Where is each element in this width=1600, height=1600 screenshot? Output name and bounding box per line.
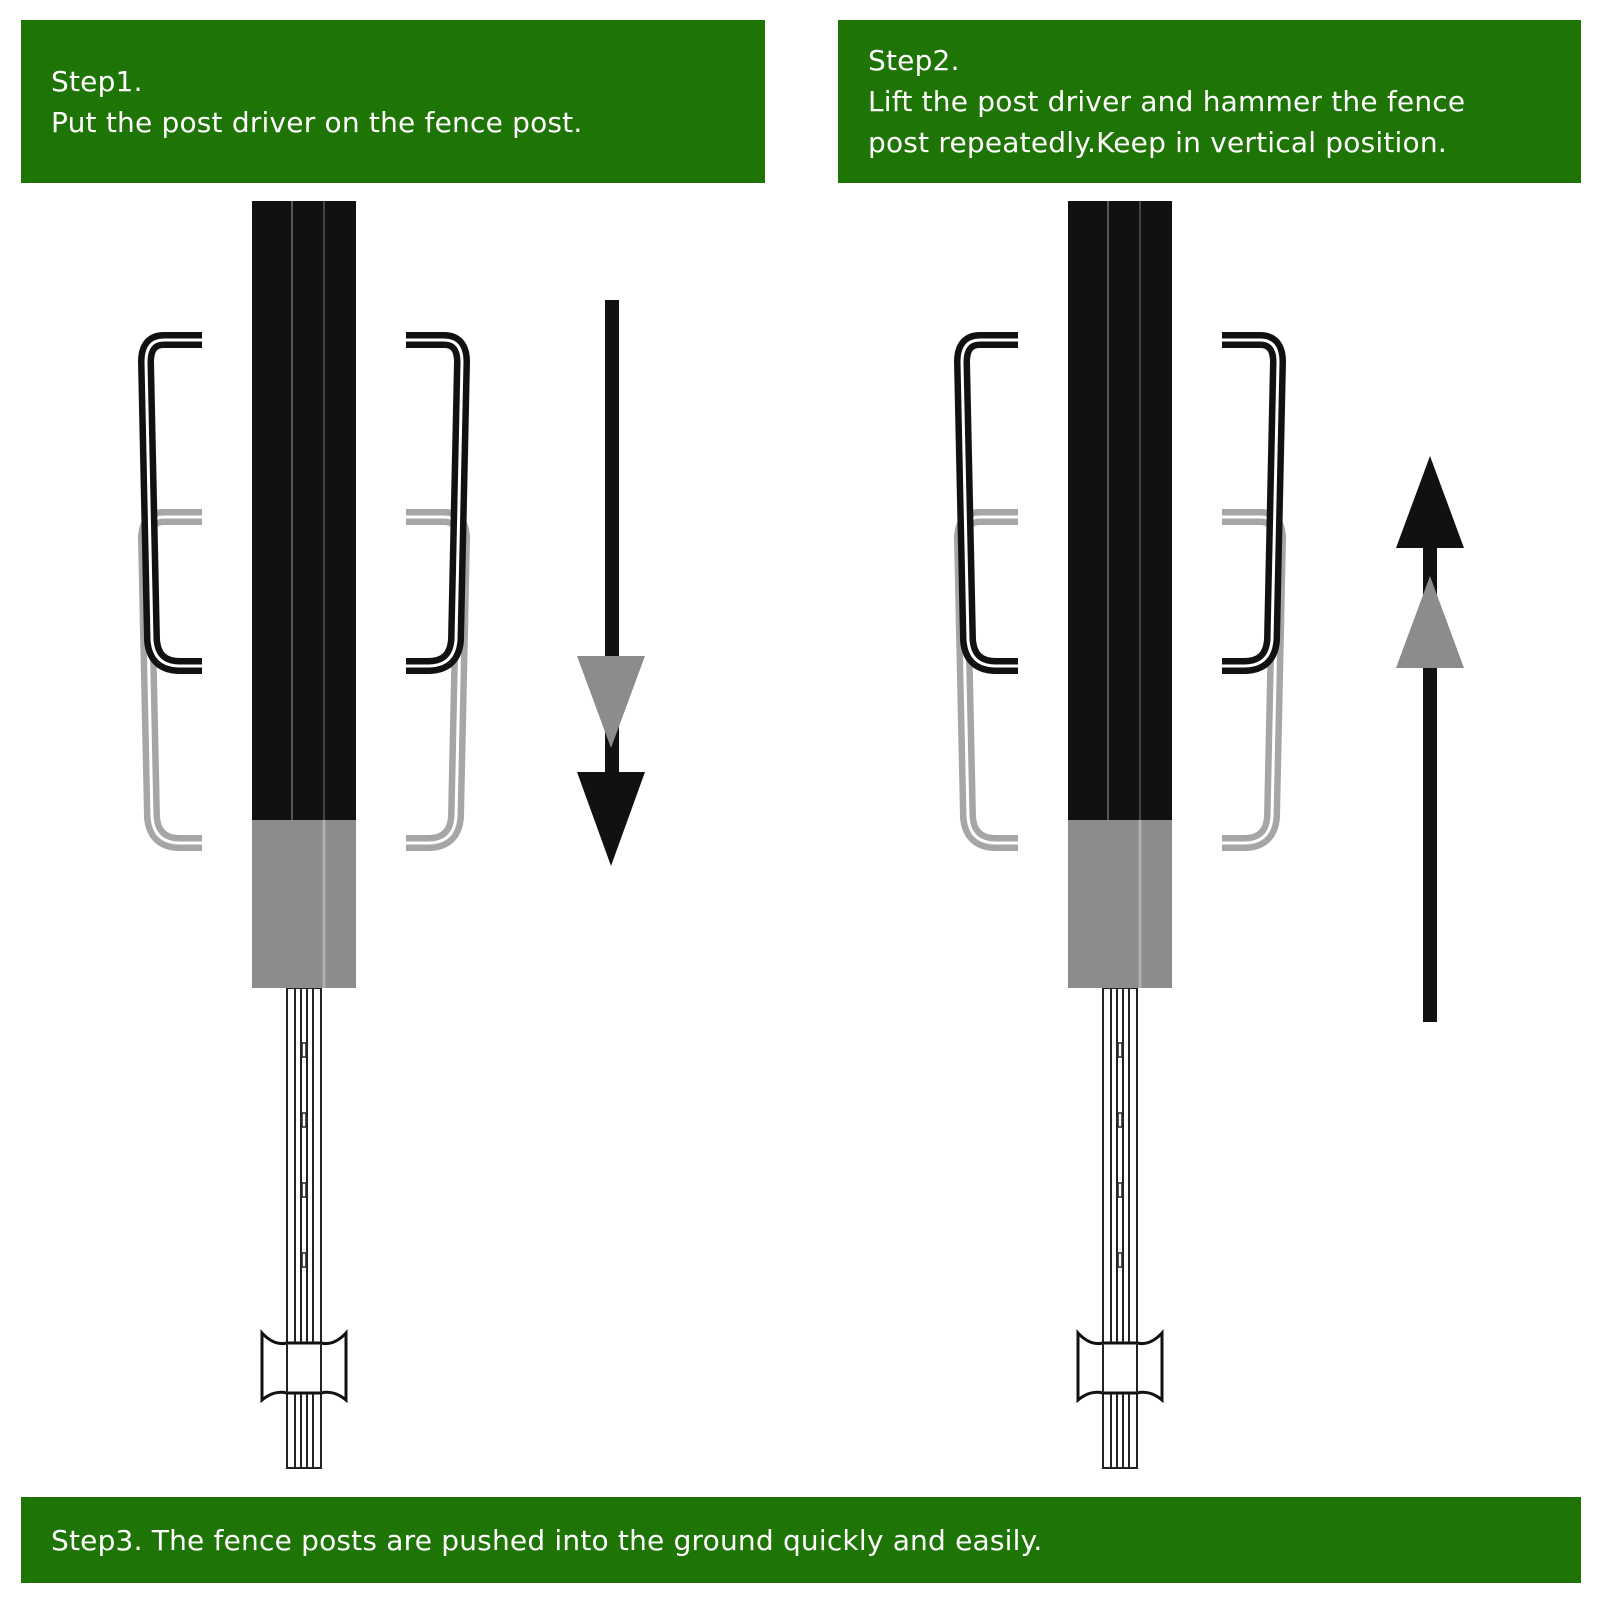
step1-text: Put the post driver on the fence post. bbox=[51, 105, 583, 139]
down-arrow-icon bbox=[577, 300, 645, 866]
up-arrow-icon bbox=[1396, 456, 1464, 1022]
post-driver-icon bbox=[146, 201, 462, 1468]
step3-banner: Step3. The fence posts are pushed into t… bbox=[21, 1497, 1581, 1583]
post-driver-icon bbox=[962, 201, 1278, 1468]
step1-banner: Step1. Put the post driver on the fence … bbox=[21, 20, 765, 183]
step3-text: Step3. The fence posts are pushed into t… bbox=[51, 1523, 1043, 1557]
step2-text: Lift the post driver and hammer the fenc… bbox=[868, 85, 1466, 159]
step1-title: Step1. bbox=[51, 64, 143, 98]
step2-title: Step2. bbox=[868, 44, 960, 77]
step2-banner: Step2. Lift the post driver and hammer t… bbox=[838, 20, 1581, 183]
